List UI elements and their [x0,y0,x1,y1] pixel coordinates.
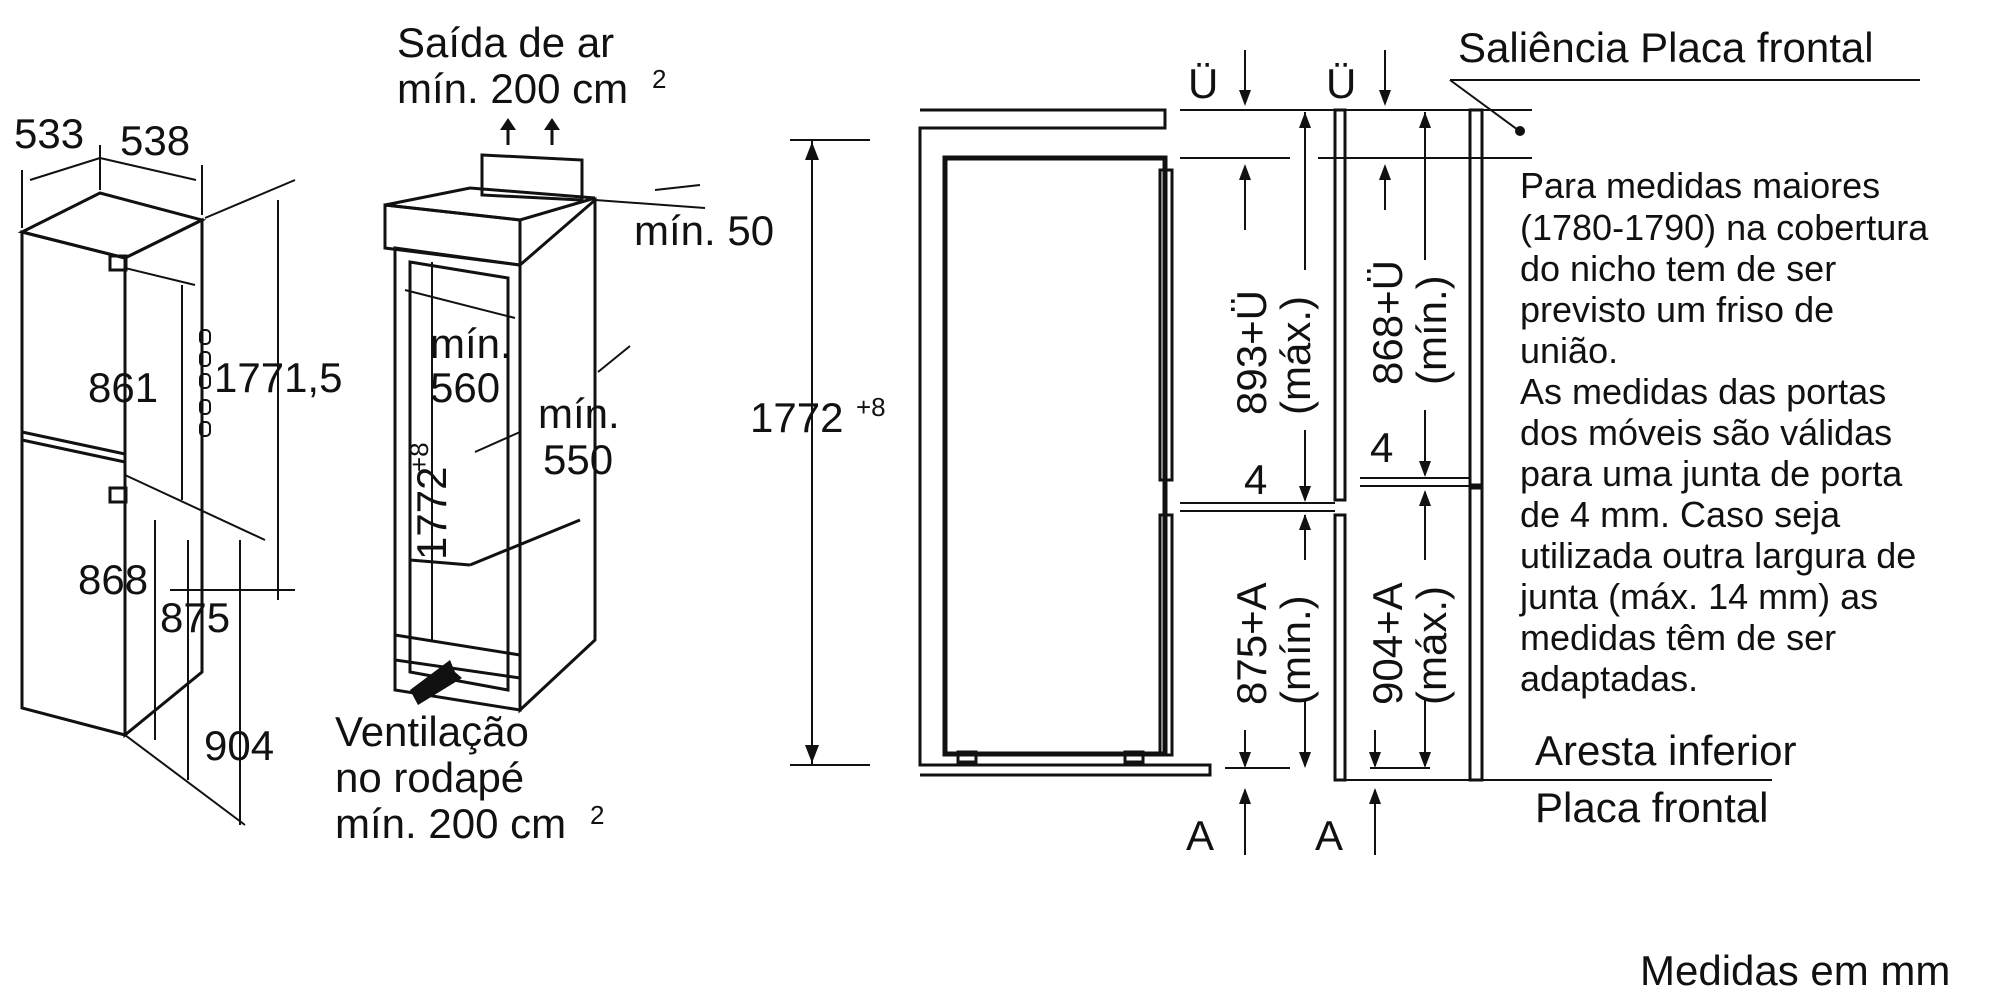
dim-868-u: 868+Ü (mín.) [1364,260,1455,385]
u-left: Ü [1188,60,1218,107]
air-out-arrow-right [544,118,560,130]
svg-text:(máx.): (máx.) [1408,586,1455,705]
vent-label-3: mín. 200 cm [335,800,566,847]
svg-text:904+A: 904+A [1364,582,1411,705]
a-left: A [1186,812,1214,859]
side-knobs [199,329,211,437]
dim-min-560-2: 560 [430,364,500,411]
dim-section-height: 1772 +8 [750,392,886,441]
door-split [21,438,126,464]
svg-text:adaptadas.: adaptadas. [1520,658,1698,699]
svg-text:(1780-1790) na cobertura: (1780-1790) na cobertura [1520,207,1929,248]
vent-sup: 2 [590,800,604,830]
svg-text:união.: união. [1520,330,1618,371]
svg-text:As medidas das portas: As medidas das portas [1520,371,1886,412]
lower-front-left [1333,513,1347,782]
svg-text:+8: +8 [856,392,886,422]
appliance-front [20,230,127,737]
svg-text:893+Ü: 893+Ü [1228,290,1275,415]
vent-label-1: Ventilação [335,708,529,755]
appliance-body [942,155,1168,757]
svg-text:do nicho tem de ser: do nicho tem de ser [1520,248,1836,289]
note-text: Para medidas maiores (1780-1790) na cobe… [1519,165,1929,699]
aresta-label-1: Aresta inferior [1535,727,1796,774]
dim-538: 538 [120,117,190,164]
appliance-side [123,217,204,739]
svg-text:(máx.): (máx.) [1272,296,1319,415]
svg-text:junta (máx. 14 mm) as: junta (máx. 14 mm) as [1519,576,1878,617]
dim-niche-height: 1772 +8 [404,442,455,560]
dim-868: 868 [78,556,148,603]
svg-text:875+A: 875+A [1228,582,1275,705]
svg-text:medidas têm de ser: medidas têm de ser [1520,617,1836,658]
appliance-isometric [17,145,296,826]
air-out-arrow-left [500,118,516,130]
svg-text:para uma junta de porta: para uma junta de porta [1520,453,1903,494]
air-out-label-2: mín. 200 cm [397,65,628,112]
dim-min-550-1: mín. [538,390,620,437]
aresta-label-2: Placa frontal [1535,784,1768,831]
hinge-middle [108,486,128,504]
dim-min-560-1: mín. [430,320,512,367]
svg-text:1772: 1772 [408,467,455,560]
vent-label-2: no rodapé [335,754,524,801]
air-out-label-1: Saída de ar [397,19,614,66]
dim-min-550-2: 550 [543,436,613,483]
dim-904-a: 904+A (máx.) [1364,582,1455,705]
vent-arrow [410,660,462,705]
svg-text:868+Ü: 868+Ü [1364,260,1411,385]
niche-side [518,196,597,714]
dim-893-u: 893+Ü (máx.) [1228,290,1319,415]
section-view [790,50,1920,855]
svg-text:dos móveis são válidas: dos móveis são válidas [1520,412,1892,453]
dim-875: 875 [160,594,230,641]
gap-left: 4 [1244,456,1267,503]
dim-904: 904 [204,722,274,769]
dim-533: 533 [14,110,84,157]
housing-outline [918,108,1212,777]
svg-text:1772: 1772 [750,394,843,441]
u-right: Ü [1326,60,1356,107]
svg-text:(mín.): (mín.) [1408,275,1455,385]
hinge-top [108,254,128,272]
dim-861: 861 [88,364,158,411]
units-label: Medidas em mm [1640,947,1950,994]
svg-text:de 4 mm. Caso seja: de 4 mm. Caso seja [1520,494,1841,535]
upper-front-right [1468,108,1484,490]
saliencia-label: Saliência Placa frontal [1458,24,1874,71]
svg-text:utilizada outra largura de: utilizada outra largura de [1520,535,1916,576]
svg-text:+8: +8 [404,442,434,472]
air-out-sup: 2 [652,64,666,94]
appliance-top [17,191,207,260]
a-right: A [1315,812,1343,859]
upper-front-left [1333,108,1347,502]
dim-1771-5: 1771,5 [214,354,342,401]
svg-text:previsto um friso de: previsto um friso de [1520,289,1834,330]
svg-text:(mín.): (mín.) [1272,595,1319,705]
niche-isometric [383,118,706,714]
gap-right: 4 [1370,424,1393,471]
lower-front-right [1468,483,1484,782]
dim-min-50: mín. 50 [634,207,774,254]
dim-875-a: 875+A (mín.) [1228,582,1319,705]
svg-text:Para medidas maiores: Para medidas maiores [1520,165,1880,206]
air-vent-grille [480,153,584,202]
